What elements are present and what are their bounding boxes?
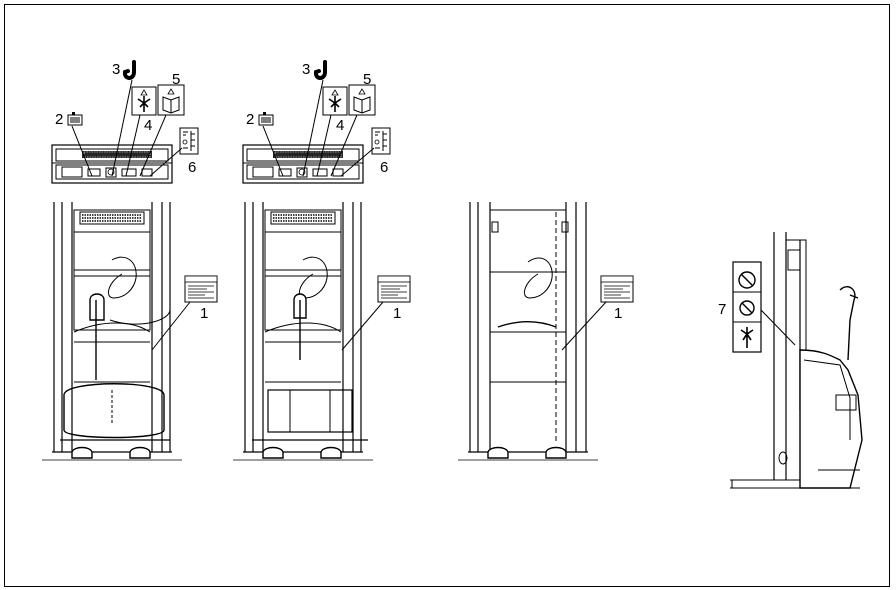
callout-1: 1	[200, 305, 208, 322]
drawing-frame	[4, 4, 890, 587]
truck-side-view: 7	[718, 232, 863, 489]
callout-6: 6	[380, 159, 388, 176]
callout-5: 5	[363, 71, 371, 88]
truck-variant-b: 3 2 4 5 6 1	[232, 60, 411, 461]
callout-4: 4	[144, 117, 152, 134]
callout-1: 1	[614, 305, 622, 322]
callout-3: 3	[302, 61, 310, 78]
callout-6: 6	[188, 159, 196, 176]
truck-variant-a: 3 2 4 5 6 1	[41, 60, 218, 461]
callout-1: 1	[393, 305, 401, 322]
callout-2: 2	[246, 111, 254, 128]
truck-variant-c: 1	[458, 202, 634, 461]
no-reach-through-icon	[738, 271, 756, 289]
callout-5: 5	[172, 71, 180, 88]
callout-7: 7	[718, 301, 726, 318]
callout-4: 4	[336, 117, 344, 134]
callout-3: 3	[112, 61, 120, 78]
no-step-icon	[739, 300, 755, 316]
hand-warning-icon	[740, 327, 754, 348]
callout-2: 2	[55, 111, 63, 128]
